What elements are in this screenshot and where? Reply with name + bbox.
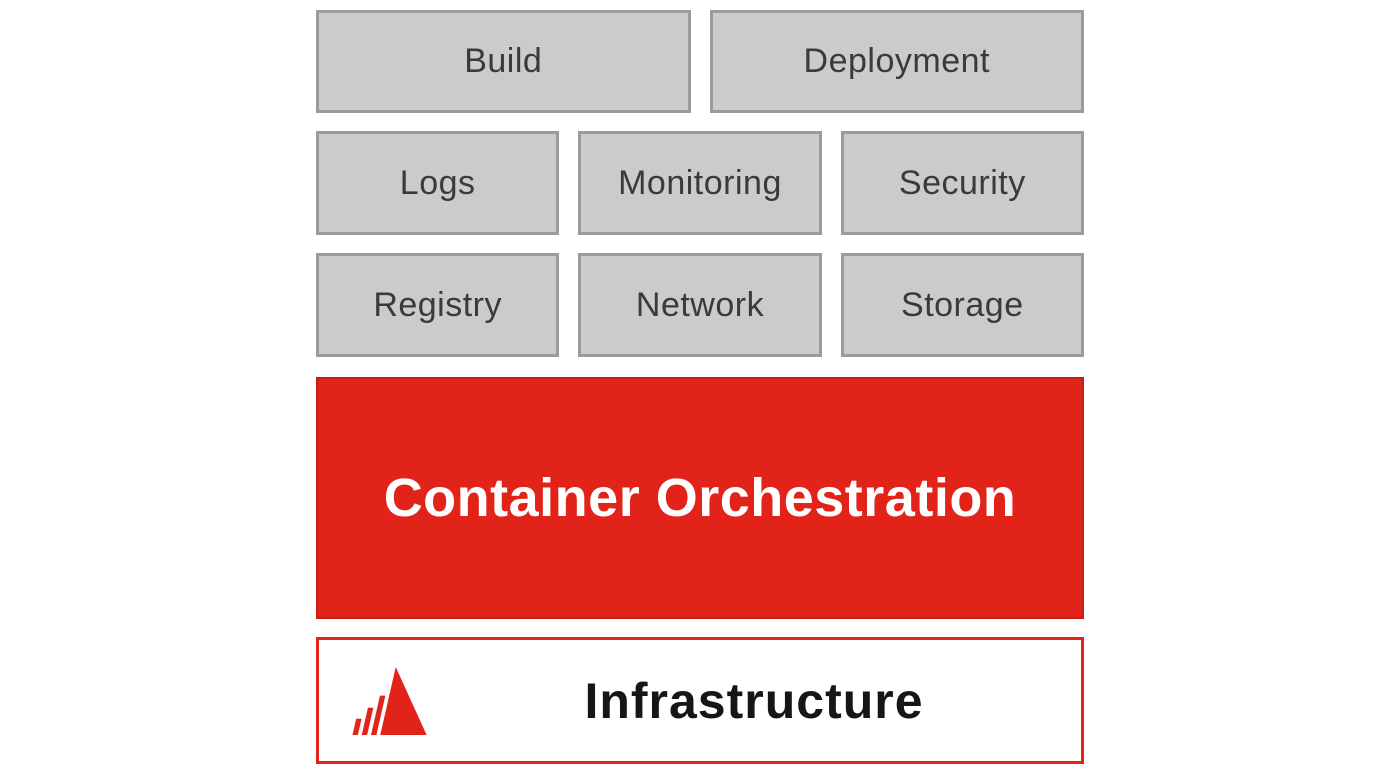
component-label-network: Network	[635, 285, 765, 324]
component-box-registry: Registry	[316, 253, 560, 357]
ops-row: Logs Monitoring Security	[316, 131, 1084, 235]
infrastructure-label: Infrastructure	[584, 672, 924, 729]
component-box-network: Network	[578, 253, 822, 357]
component-box-monitoring: Monitoring	[578, 131, 822, 235]
container-orchestration-layer: Container Orchestration	[316, 377, 1084, 619]
component-label-registry: Registry	[373, 285, 503, 324]
component-label-deployment: Deployment	[803, 42, 990, 80]
component-label-build: Build	[464, 42, 543, 80]
striped-triangle-logo-icon	[352, 666, 427, 735]
component-box-security: Security	[840, 131, 1084, 235]
resources-row: Registry Network Storage	[316, 253, 1084, 357]
component-label-monitoring: Monitoring	[618, 163, 782, 202]
container-platform-diagram: Build Deployment Logs Monitoring Securit…	[316, 0, 1084, 764]
component-label-storage: Storage	[901, 285, 1024, 324]
component-box-build: Build	[316, 10, 691, 113]
infrastructure-layer: Infrastructure	[316, 637, 1084, 764]
component-label-logs: Logs	[399, 163, 476, 202]
component-box-storage: Storage	[840, 253, 1084, 357]
component-box-deployment: Deployment	[709, 10, 1084, 113]
tooling-row: Build Deployment	[316, 10, 1084, 113]
component-box-logs: Logs	[316, 131, 560, 235]
container-orchestration-label: Container Orchestration	[383, 468, 1017, 528]
component-label-security: Security	[898, 163, 1026, 202]
